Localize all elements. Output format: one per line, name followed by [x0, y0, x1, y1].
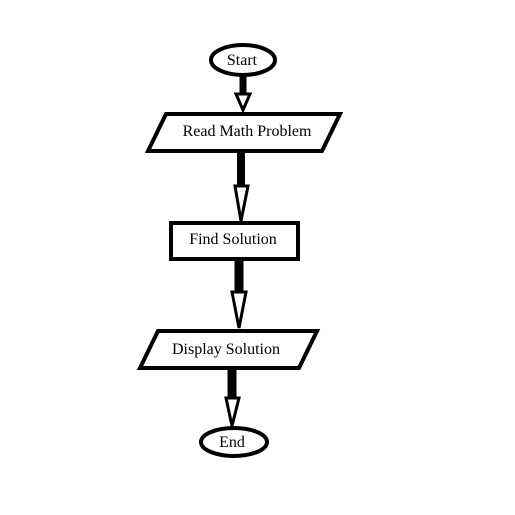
end-node: End: [199, 426, 269, 458]
arrow-find-to-display: [230, 261, 248, 329]
arrow-read-to-find: [233, 153, 250, 222]
arrow-start-to-read: [233, 75, 253, 114]
find-solution-node: Find Solution: [169, 221, 300, 261]
display-solution-label: Display Solution: [172, 341, 280, 358]
arrow-display-to-end: [224, 370, 241, 427]
start-label: Start: [227, 52, 258, 69]
read-math-problem-node: Read Math Problem: [144, 112, 344, 153]
end-label: End: [219, 434, 245, 451]
display-solution-node: Display Solution: [136, 329, 321, 370]
find-solution-label: Find Solution: [189, 231, 277, 248]
read-math-problem-label: Read Math Problem: [183, 123, 312, 140]
start-node: Start: [209, 43, 277, 77]
